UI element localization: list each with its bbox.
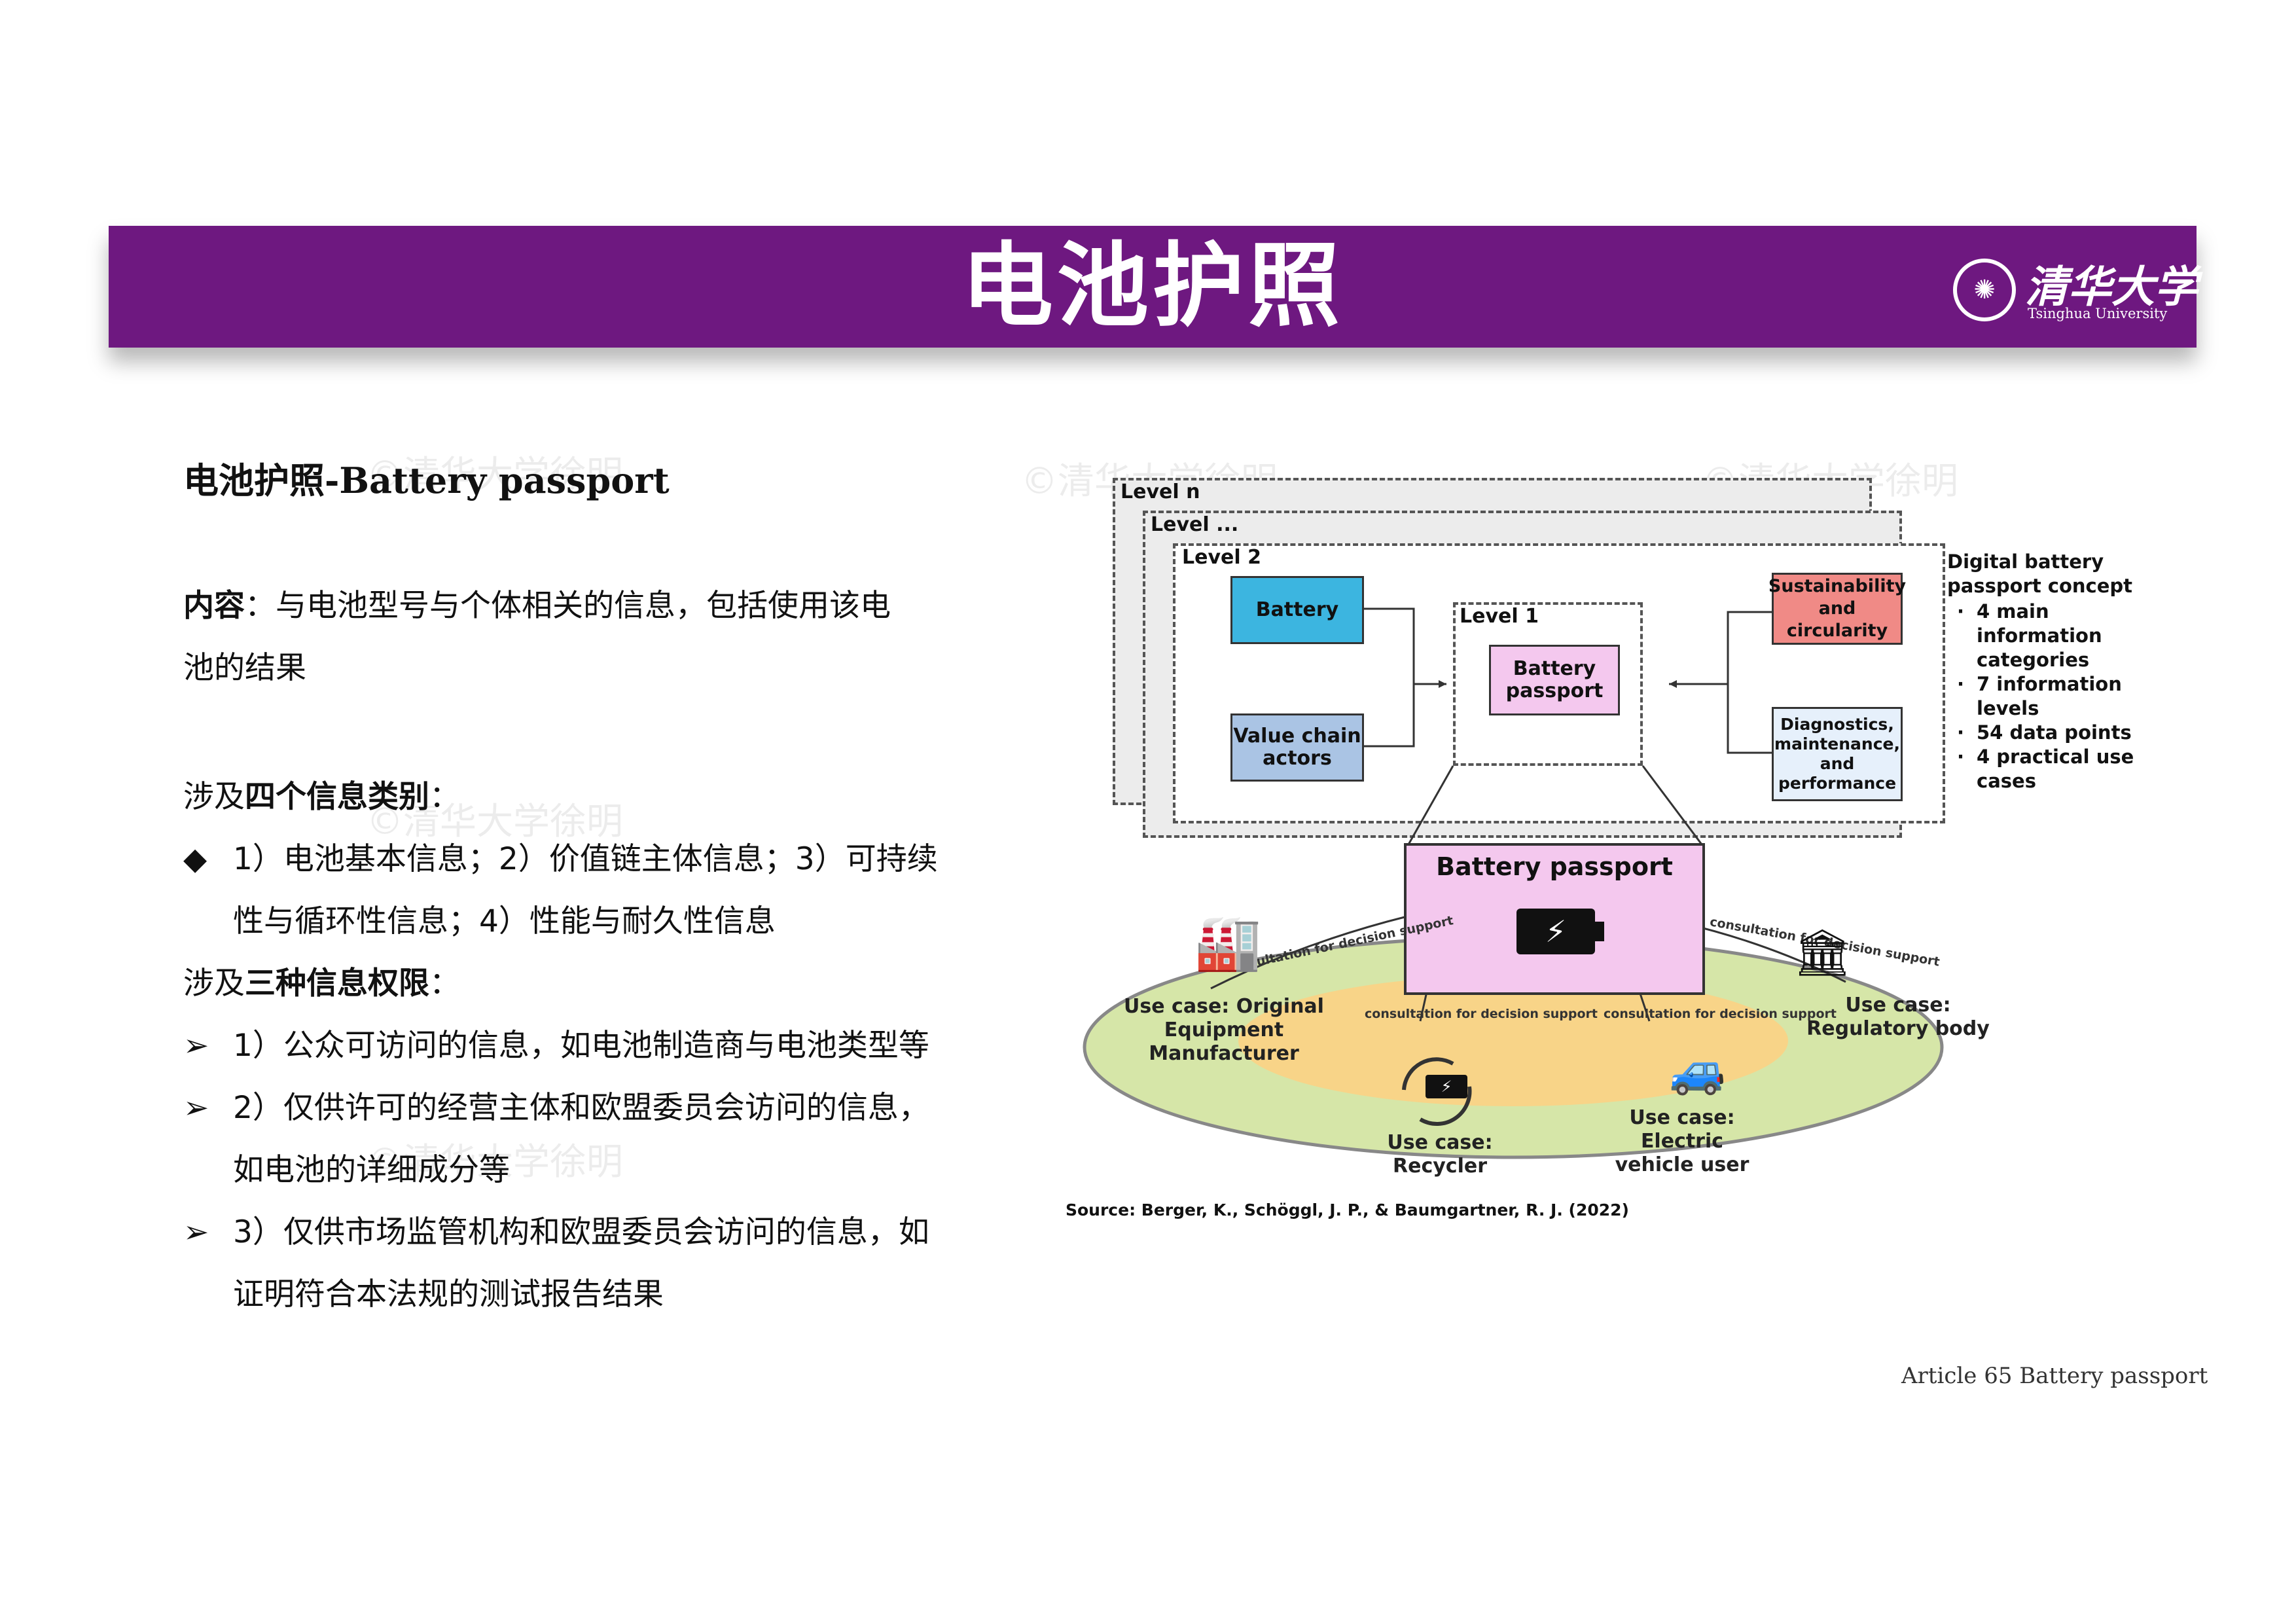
car-icon: 🚙 [1669,1043,1727,1097]
concept-item: ·7 information levels [1957,673,2122,719]
recycle-battery-icon: ⚡ [1426,1075,1467,1098]
use-case-recycler: Use case: Recycler [1387,1131,1493,1178]
battery-charging-icon: ⚡ [1516,909,1595,954]
diagnostics-box: Diagnostics, maintenance, and performanc… [1772,707,1903,801]
content-text: ：与电池型号与个体相关的信息，包括使用该电 [245,588,891,624]
university-logo: ✺ 清华大学 Tsinghua University [1953,245,2198,331]
seal-icon: ✺ [1953,259,2016,321]
battery-passport-big-title: Battery passport [1436,852,1673,881]
arrow-bullet-icon: ➢ [183,1028,209,1064]
use-case-oem: Use case: Original Equipment Manufacture… [1124,995,1324,1065]
slide-title: 电池护照 [961,233,1344,340]
level-1-frame [1453,602,1643,766]
categories-item-cont: 性与循环性信息；4）性能与耐久性信息 [233,903,776,939]
level-2-label: Level 2 [1182,546,1261,569]
use-case-regulatory: Use case: Regulatory body [1806,994,1990,1040]
concept-item: ·4 practical use cases [1957,746,2134,792]
watermark: ©清华大学徐明 [367,801,623,843]
header-band: 电池护照 ✺ 清华大学 Tsinghua University [109,226,2198,348]
rights-item-2: ➢2）仅供许可的经营主体和欧盟委员会访问的信息， [183,1077,929,1139]
rights-item-2-cont: 如电池的详细成分等 [233,1152,510,1188]
watermark: ©清华大学徐明 [367,454,623,496]
logo-english-name: Tsinghua University [2028,306,2168,321]
consult-label-recycler: consultation for decision support [1365,1007,1598,1021]
use-case-ev-user: Use case: Electric vehicle user [1615,1106,1749,1176]
watermark: ©清华大学徐明 [367,1141,623,1183]
value-chain-box: Value chain actors [1230,713,1364,782]
content-paragraph-cont: 池的结果 [183,650,306,686]
concept-item: ·54 data points [1957,721,2132,744]
inner-ring [1238,975,1788,1106]
diagram-source: Source: Berger, K., Schöggl, J. P., & Ba… [1066,1200,1629,1219]
battery-passport-small-box: Battery passport [1489,645,1620,715]
rights-item-3: ➢3）仅供市场监管机构和欧盟委员会访问的信息，如 [183,1201,929,1263]
battery-box: Battery [1230,576,1364,644]
logo-chinese-name: 清华大学 [2025,261,2198,312]
concept-title: Digital battery passport concept [1947,550,2133,597]
government-building-icon: 🏛 [1793,926,1852,979]
rights-item-1: ➢1）公众可访问的信息，如电池制造商与电池类型等 [183,1015,929,1077]
battery-terminal [1595,922,1604,941]
factory-icon: 🏭 [1194,912,1262,974]
diamond-bullet-icon: ◆ [183,841,207,877]
consult-label-ev: consultation for decision support [1604,1007,1837,1021]
content-paragraph: 内容：与电池型号与个体相关的信息，包括使用该电 [183,575,891,637]
arrow-bullet-icon: ➢ [183,1090,209,1126]
rights-heading: 涉及三种信息权限： [183,965,460,1001]
sustainability-box: Sustainability and circularity [1768,573,1906,645]
battery-passport-big-box: Battery passport ⚡ [1404,843,1705,995]
rights-item-3-cont: 证明符合本法规的测试报告结果 [233,1276,664,1312]
level-n-label: Level n [1121,480,1200,503]
level-dots-label: Level ... [1151,513,1239,536]
content-label: 内容 [183,588,245,624]
article-reference: Article 65 Battery passport [1901,1363,2208,1389]
arrow-bullet-icon: ➢ [183,1214,209,1250]
battery-passport-diagram: Level n Level ... Level 2 [1067,465,2179,1237]
categories-heading: 涉及四个信息类别： [183,779,460,815]
categories-item: ◆1）电池基本信息；2）价值链主体信息；3）可持续 [183,828,938,890]
concept-item: ·4 main information categories [1957,600,2102,671]
section-subtitle: 电池护照-Battery passport [183,460,670,501]
concept-list: ·4 main information categories ·7 inform… [1957,600,2166,793]
level-1-label: Level 1 [1460,605,1539,628]
